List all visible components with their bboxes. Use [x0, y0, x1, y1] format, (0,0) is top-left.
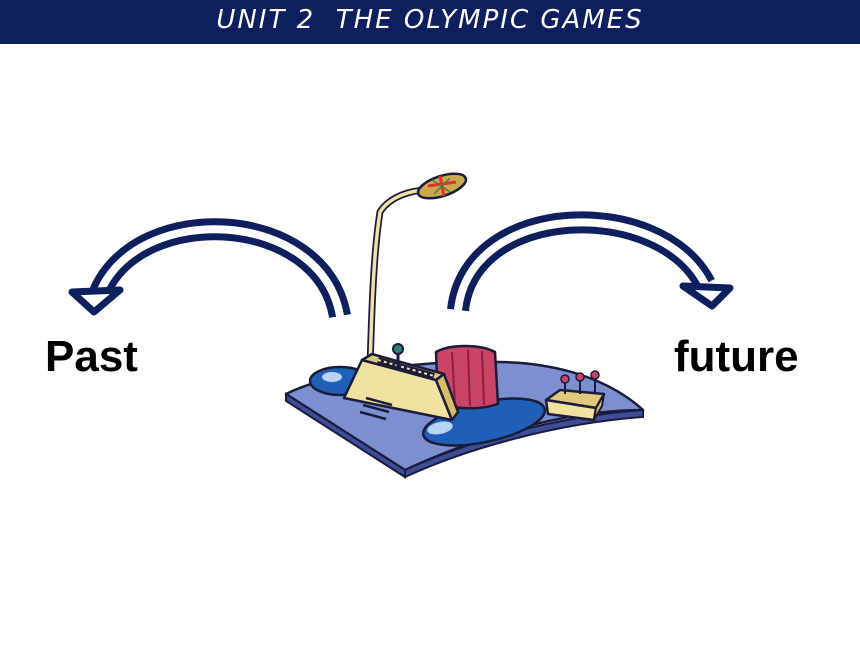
label-past: Past [45, 332, 138, 381]
label-future: future [674, 332, 799, 381]
slide-title: UNIT 2 THE OLYMPIC GAMES [216, 5, 644, 35]
time-machine-icon [284, 172, 645, 479]
curved-arrow-right-icon [447, 211, 734, 312]
header-bar: UNIT 2 THE OLYMPIC GAMES [0, 0, 860, 44]
curved-arrow-left-icon [68, 218, 351, 319]
